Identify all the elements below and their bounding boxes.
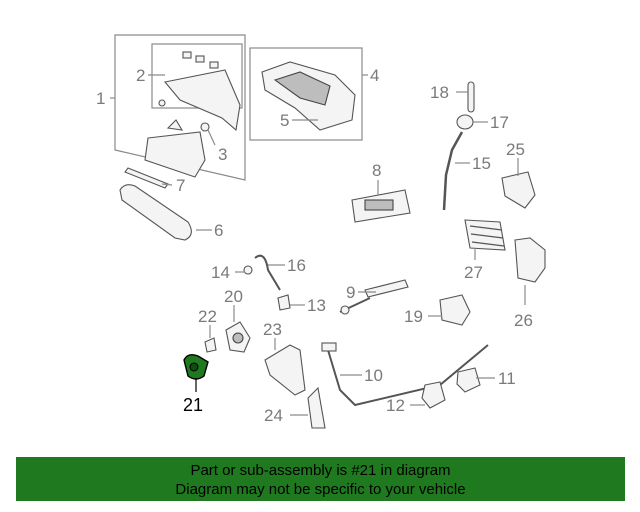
callout-3: 3 <box>218 145 227 164</box>
group-box-1 <box>114 34 246 181</box>
part-8-plate <box>351 189 411 223</box>
callout-16: 16 <box>287 256 306 275</box>
callout-14: 14 <box>211 263 230 282</box>
callout-2: 2 <box>136 66 145 85</box>
part-17-knob <box>456 114 474 130</box>
part-6-trim <box>119 184 192 241</box>
callout-17: 17 <box>490 113 509 132</box>
leader-7 <box>161 183 173 186</box>
banner-line-1: Part or sub-assembly is #21 in diagram <box>190 462 451 479</box>
part-19-lock <box>439 294 471 326</box>
callout-15: 15 <box>472 154 491 173</box>
callout-10: 10 <box>364 366 383 385</box>
part-21-highlighted <box>183 353 209 380</box>
part-12-retainer <box>421 381 446 409</box>
part-26-latch <box>514 237 546 283</box>
callout-22: 22 <box>198 307 217 326</box>
part-9-rod <box>339 279 409 315</box>
callout-18: 18 <box>430 83 449 102</box>
part-10-rod <box>321 342 489 407</box>
callout-27: 27 <box>464 263 483 282</box>
parts-diagram: 1 2 3 4 5 6 7 8 9 10 11 12 13 14 15 16 1… <box>96 34 546 429</box>
part-11-retainer <box>456 367 481 393</box>
part-2-handle <box>158 51 241 132</box>
part-24-bracket <box>307 386 326 429</box>
group-box-4 <box>249 47 363 141</box>
callout-23: 23 <box>263 320 282 339</box>
part-18-pin <box>467 81 475 113</box>
callout-21[interactable]: 21 <box>183 395 203 415</box>
callout-11: 11 <box>498 369 516 388</box>
part-16-cable <box>254 254 281 291</box>
part-7-strip <box>124 167 169 189</box>
part-20-actuator <box>225 321 251 353</box>
info-banner: Part or sub-assembly is #21 in diagram D… <box>16 457 625 501</box>
callout-5: 5 <box>280 111 289 130</box>
part-25-bracket <box>501 171 536 209</box>
callout-9: 9 <box>346 283 355 302</box>
part-3-handle-base <box>144 119 210 178</box>
part-15-rod <box>442 131 464 211</box>
callout-26: 26 <box>514 311 533 330</box>
callout-6: 6 <box>214 221 223 240</box>
callout-25: 25 <box>506 140 525 159</box>
leader-3 <box>207 129 216 146</box>
part-14-clip <box>243 265 253 275</box>
callout-1: 1 <box>96 89 105 108</box>
callout-8: 8 <box>372 161 381 180</box>
callout-20: 20 <box>224 287 243 306</box>
part-22-clip <box>204 337 217 353</box>
part-13-clip <box>277 294 291 311</box>
callout-4: 4 <box>370 66 379 85</box>
callout-24: 24 <box>264 406 283 425</box>
callout-19: 19 <box>404 307 423 326</box>
part-4-5-handle <box>261 61 356 131</box>
callout-7: 7 <box>176 176 185 195</box>
part-23-bracket <box>264 344 306 396</box>
callout-13: 13 <box>307 296 326 315</box>
part-27-cylinder <box>464 219 506 251</box>
group-box-2 <box>151 43 243 109</box>
banner-line-2: Diagram may not be specific to your vehi… <box>175 481 466 498</box>
callout-12: 12 <box>386 396 405 415</box>
